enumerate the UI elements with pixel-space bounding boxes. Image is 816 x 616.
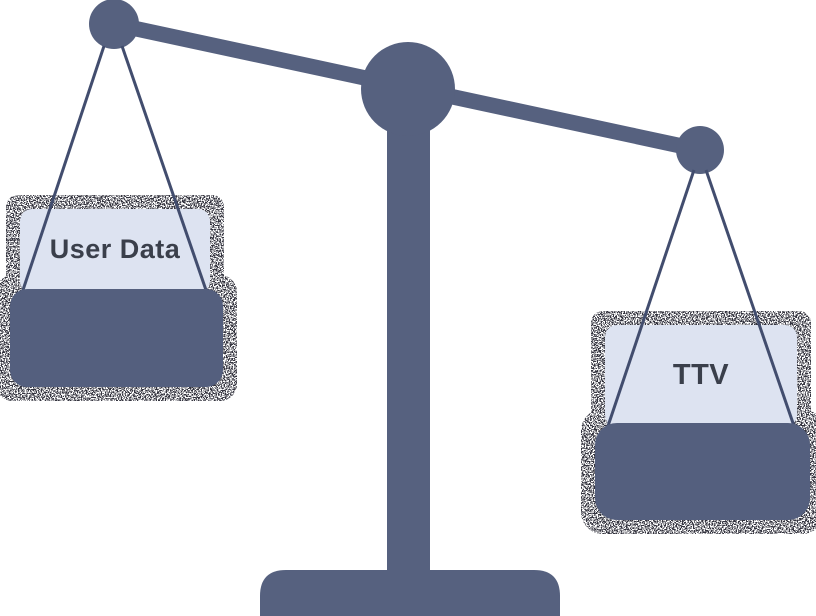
right-pan-string-right <box>704 169 796 427</box>
left-pan-string-right <box>120 45 209 294</box>
right-pan-label: TTV <box>673 359 729 391</box>
fulcrum-circle <box>361 42 455 136</box>
right-pan-tray <box>595 423 810 520</box>
right-beam-end-circle <box>676 126 724 174</box>
left-pan-tray <box>10 289 223 387</box>
right-pan-plate <box>605 325 797 427</box>
left-pan-string-left <box>20 45 106 294</box>
left-pan-plate <box>20 209 210 293</box>
left-beam-end-circle <box>89 0 139 49</box>
left-pan-label: User Data <box>50 234 181 264</box>
base <box>260 570 560 616</box>
pillar <box>387 89 430 570</box>
right-pan-string-left <box>606 169 696 427</box>
